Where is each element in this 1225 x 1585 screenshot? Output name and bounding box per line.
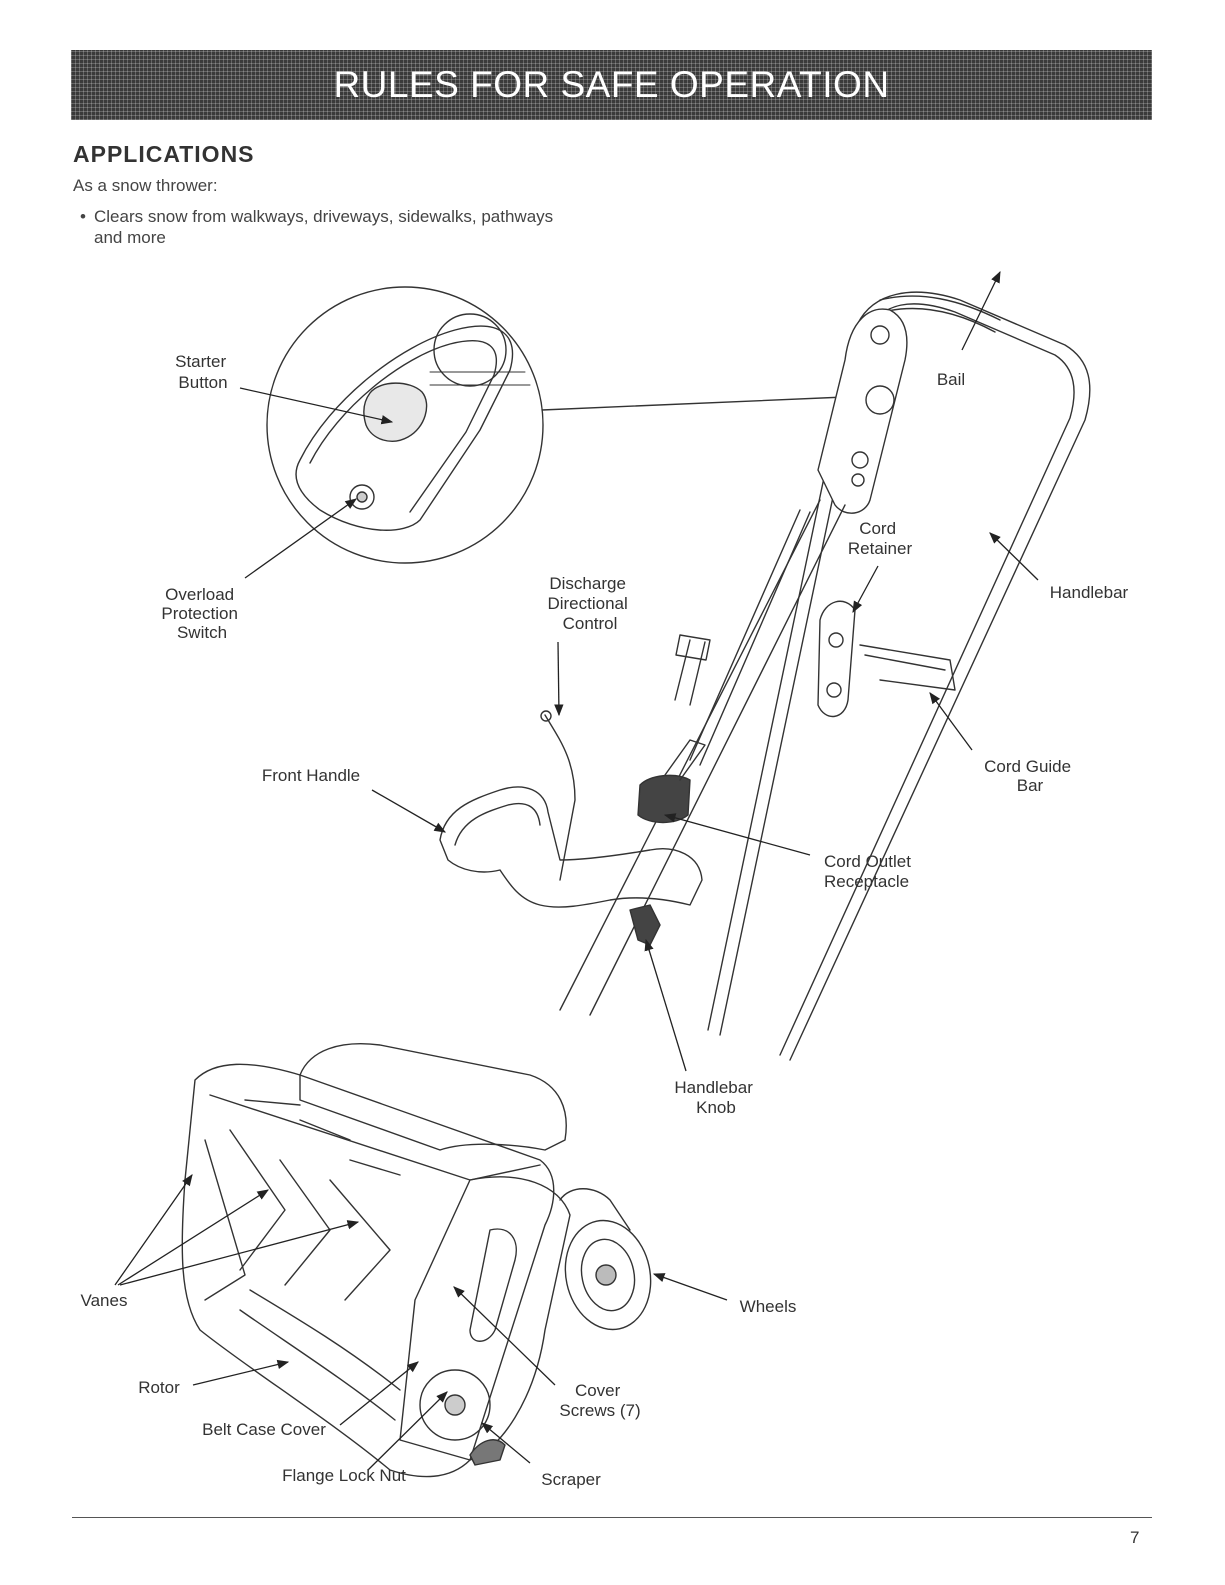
- lower-shaft: [559, 499, 846, 1016]
- detail-magnifier: [266, 286, 544, 564]
- leader-handlebar: [989, 532, 1039, 581]
- leader-starter-button: [239, 387, 394, 425]
- label-scraper: Scraper: [541, 1470, 601, 1489]
- label-belt-case-cover: Belt Case Cover: [202, 1420, 326, 1439]
- label-wheels: Wheels: [740, 1297, 797, 1316]
- label-handlebar-knob: Handlebar Knob: [674, 1078, 757, 1117]
- leader-flange-lock-nut: [367, 1391, 448, 1471]
- magnifier-leader-line: [541, 396, 846, 411]
- bail-bar: [879, 295, 1001, 321]
- leader-cord-retainer: [852, 565, 879, 614]
- leader-vane-3: [119, 1220, 360, 1286]
- front-handle-part: [439, 786, 703, 908]
- bullet-dot-icon: •: [80, 207, 86, 226]
- leader-bail: [961, 270, 1001, 351]
- leader-overload-switch: [244, 498, 357, 579]
- intro-text: As a snow thrower:: [73, 176, 218, 195]
- bullet-item: • Clears snow from walkways, driveways, s…: [78, 206, 554, 248]
- label-discharge-control: Discharge Directional Control: [547, 574, 632, 633]
- leader-cover-screws: [453, 1286, 556, 1386]
- belt-case-cover-part: [399, 1176, 571, 1461]
- leader-discharge-control: [554, 641, 564, 717]
- section-heading: APPLICATIONS: [73, 141, 255, 167]
- footer-rule: [72, 1517, 1152, 1518]
- banner-title: RULES FOR SAFE OPERATION: [333, 64, 890, 105]
- label-starter-button: Starter Button: [175, 352, 231, 392]
- label-bail: Bail: [937, 370, 965, 389]
- leader-front-handle: [371, 789, 447, 833]
- leader-scraper: [481, 1422, 531, 1464]
- leader-cord-guide-bar: [929, 692, 973, 751]
- label-flange-lock-nut: Flange Lock Nut: [282, 1466, 406, 1485]
- label-rotor: Rotor: [138, 1378, 180, 1397]
- discharge-control-rod: [544, 714, 576, 881]
- motor-housing: [299, 1043, 567, 1151]
- label-handlebar: Handlebar: [1050, 583, 1129, 602]
- wheel: [564, 1219, 652, 1331]
- label-cord-guide-bar: Cord Guide Bar: [984, 757, 1076, 795]
- label-vanes: Vanes: [81, 1291, 128, 1310]
- switch-box-detail: [295, 313, 531, 531]
- leader-vane-1: [114, 1174, 193, 1286]
- cord-outlet-part: [637, 774, 691, 824]
- callout-labels: Starter Button Overload Protection Switc…: [81, 352, 1129, 1489]
- handlebar-knob-part: [629, 904, 661, 946]
- label-cord-retainer: Cord Retainer: [848, 519, 913, 558]
- label-overload-switch: Overload Protection Switch: [161, 585, 242, 642]
- callout-leaders: [114, 270, 1039, 1471]
- page-number: 7: [1130, 1528, 1140, 1547]
- bullet-text: Clears snow from walkways, driveways, si…: [94, 207, 554, 247]
- handlebar-loop: [707, 291, 1091, 1061]
- leader-handlebar-knob: [644, 938, 687, 1072]
- cord-guide-bar-part: [859, 644, 956, 691]
- section-banner: RULES FOR SAFE OPERATION: [71, 50, 1152, 120]
- machine-illustration: [181, 286, 1091, 1478]
- label-cover-screws: Cover Screws (7): [559, 1381, 640, 1420]
- flange-plate: [419, 1369, 491, 1441]
- scraper-part: [469, 1439, 506, 1466]
- leader-vane-2: [117, 1189, 269, 1286]
- auger-housing: [181, 1063, 555, 1478]
- leader-rotor: [192, 1359, 290, 1386]
- label-front-handle: Front Handle: [262, 766, 360, 785]
- switch-box: [817, 308, 908, 514]
- leader-cord-outlet: [663, 813, 811, 856]
- cord-retainer-part: [817, 600, 856, 718]
- leader-wheels: [652, 1273, 728, 1301]
- leader-belt-case-cover: [339, 1361, 419, 1426]
- label-cord-outlet: Cord Outlet Receptacle: [824, 852, 916, 891]
